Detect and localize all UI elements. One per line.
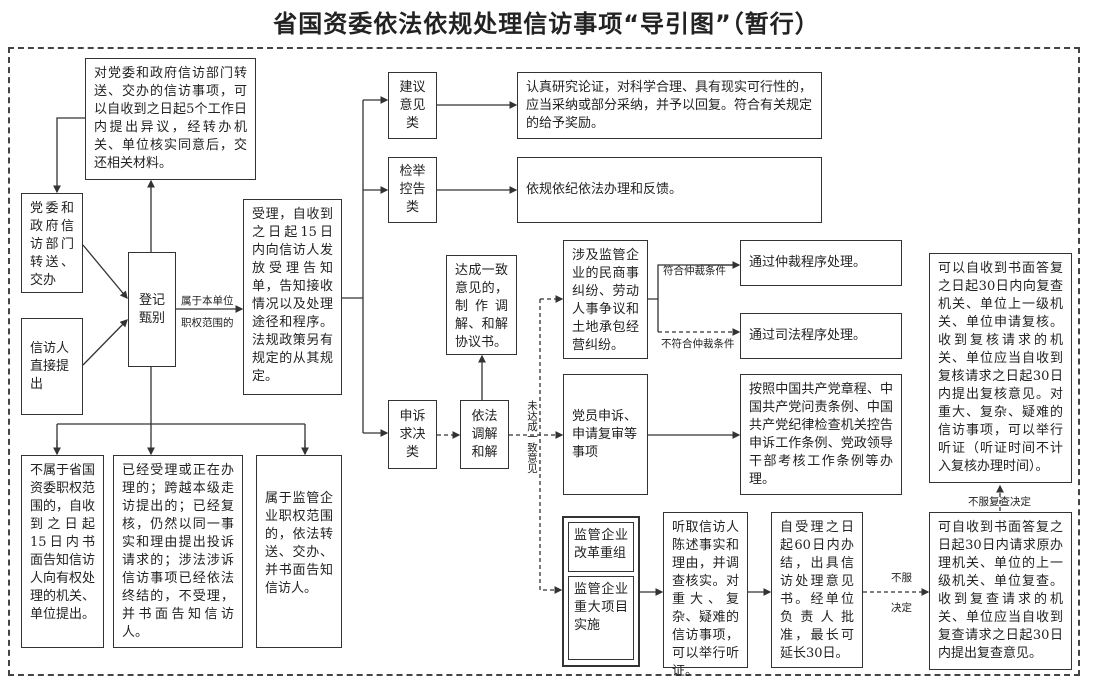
disagree-label-1: 不服 — [891, 572, 912, 584]
rejected-box: 已经受理或正在办理的；跨越本级走访提出的；已经复核，仍然以同一事实和理由提出投诉… — [113, 455, 243, 648]
arbitration-box: 通过仲裁程序处理。 — [740, 240, 902, 286]
disagree-review-label: 不服复查决定 — [968, 496, 1031, 508]
register-screen-box: 登记甄别 — [128, 252, 176, 367]
agreement-box: 达成一致意见的，制作调解、和解协议书。 — [446, 255, 517, 355]
judicial-box: 通过司法程序处理。 — [740, 313, 902, 359]
suggestion-box: 建议意见类 — [388, 72, 437, 139]
recheck-box: 可以自收到书面答复之日起30日内向复查机关、单位上一级机关、单位申请复核。收到复… — [929, 253, 1072, 483]
arbitration-yes-label: 符合仲裁条件 — [663, 265, 726, 277]
not-in-scope-box: 不属于省国资委职权范围的，自收到之日起15日内书面告知信访人向有权处理的机关、单… — [21, 455, 104, 648]
party-rules-box: 按照中国共产党章程、中国共产党问责条例、中国共产党纪律检查机关控告申诉工作条例、… — [740, 374, 902, 495]
arbitration-no-label: 不符合仲裁条件 — [661, 338, 735, 350]
sixty-days-box: 自受理之日起60日内办结，出具信访处理意见书。经单位负责人批准，最长可延长30日… — [771, 512, 863, 668]
report-box: 检举控告类 — [388, 157, 437, 223]
party-gov-referral-box: 党委和政府信访部门转送、交办 — [21, 193, 83, 293]
objection-box: 对党委和政府信访部门转送、交办的信访事项，可以自收到之日起5个工作日内提出异议，… — [85, 58, 256, 180]
scope-label-2: 职权范围的 — [181, 317, 234, 329]
party-member-appeal-box: 党员申诉、申请复审等事项 — [563, 374, 648, 495]
reform-box: 监管企业改革重组 — [568, 522, 634, 572]
hearing-box: 听取信访人陈述事实和理由，并调查核实。对重大、复杂、疑难的信访事项，可以举行听证… — [663, 512, 748, 679]
page-title: 省国资委依法依规处理信访事项“导引图”（暂行） — [273, 10, 820, 38]
accept-box: 受理，自收到之日起15日内向信访人发放受理告知单，告知接收情况以及处理途径和程序… — [243, 199, 342, 395]
major-project-box: 监管企业重大项目实施 — [568, 576, 634, 660]
enterprise-scope-box: 属于监管企业职权范围的，依法转送、交办、并书面告知信访人。 — [256, 455, 342, 648]
dashed-frame — [8, 47, 1080, 676]
enterprise-group-box: 监管企业改革重组 监管企业重大项目实施 — [562, 516, 640, 667]
review-box: 可自收到书面答复之日起30日内请求原办理机关、单位的上一级机关、单位复查。收到复… — [929, 512, 1072, 670]
civil-dispute-box: 涉及监管企业的民商事纠纷、劳动人事争议和土地承包经营纠纷。 — [563, 240, 648, 359]
petitioner-direct-box: 信访人直接提出 — [21, 318, 83, 415]
suggestion-detail-box: 认真研究论证，对科学合理、具有现实可行性的，应当采纳或部分采纳，并予以回复。符合… — [517, 72, 822, 139]
scope-label-1: 属于本单位 — [181, 295, 234, 307]
mediation-box: 依法调解和解 — [460, 400, 509, 469]
no-agreement-label: 未达成一致意见 — [526, 400, 538, 474]
appeal-box: 申诉求决类 — [388, 400, 437, 469]
disagree-label-2: 决定 — [891, 602, 912, 614]
report-detail-box: 依规依纪依法办理和反馈。 — [517, 157, 822, 223]
